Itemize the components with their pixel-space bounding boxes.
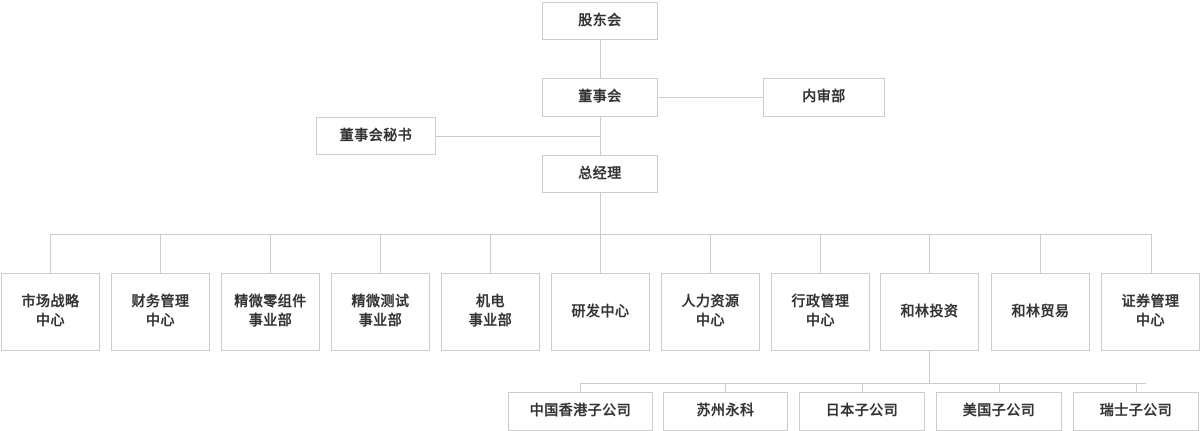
connector-bus-to-subsidiary-4	[999, 383, 1000, 392]
node-department-administration-center[interactable]: 行政管理 中心	[771, 273, 870, 351]
node-department-human-resources-center[interactable]: 人力资源 中心	[661, 273, 760, 351]
node-board-secretary[interactable]: 董事会秘书	[316, 117, 436, 155]
node-subsidiary-japan[interactable]: 日本子公司	[799, 392, 925, 431]
node-department-precision-components[interactable]: 精微零组件 事业部	[221, 273, 320, 351]
connector-bus-to-department-4	[380, 234, 381, 273]
connector-bus-to-subsidiary-3	[862, 383, 863, 392]
connector-bus-to-department-5	[490, 234, 491, 273]
connector-bus-to-department-11	[1151, 234, 1152, 273]
node-subsidiary-hong-kong[interactable]: 中国香港子公司	[508, 392, 653, 431]
node-department-finance-management-center[interactable]: 财务管理 中心	[111, 273, 210, 351]
connector-bus-to-department-1	[50, 234, 51, 273]
node-board-of-directors[interactable]: 董事会	[542, 78, 658, 117]
node-subsidiary-usa[interactable]: 美国子公司	[936, 392, 1062, 431]
connector-bus-to-department-6	[600, 234, 601, 273]
connector-helin-investment-to-subsidiary-bus	[929, 351, 930, 383]
node-internal-audit[interactable]: 内审部	[763, 78, 885, 117]
connector-bus-to-department-3	[270, 234, 271, 273]
subsidiary-bus-line	[580, 383, 1146, 384]
connector-shareholders-to-board	[600, 40, 601, 78]
node-department-helin-trading[interactable]: 和林贸易	[991, 273, 1090, 351]
node-department-electromechanical[interactable]: 机电 事业部	[441, 273, 540, 351]
connector-bus-to-subsidiary-2	[725, 383, 726, 392]
connector-bus-to-subsidiary-5	[1136, 383, 1137, 392]
connector-board-to-audit	[658, 97, 763, 98]
node-shareholders-meeting[interactable]: 股东会	[542, 2, 658, 40]
node-department-rnd-center[interactable]: 研发中心	[551, 273, 650, 351]
connector-secretary-to-spine	[436, 136, 600, 137]
node-department-market-strategy-center[interactable]: 市场战略 中心	[1, 273, 100, 351]
connector-board-to-general-manager	[600, 117, 601, 155]
node-department-helin-investment[interactable]: 和林投资	[880, 273, 979, 351]
connector-bus-to-department-9	[929, 234, 930, 273]
connector-gm-to-department-bus	[600, 193, 601, 234]
connector-bus-to-department-2	[160, 234, 161, 273]
node-department-precision-testing[interactable]: 精微测试 事业部	[331, 273, 430, 351]
node-department-securities-management-center[interactable]: 证券管理 中心	[1101, 273, 1200, 351]
node-subsidiary-suzhou-yongke[interactable]: 苏州永科	[663, 392, 788, 431]
connector-bus-to-department-10	[1040, 234, 1041, 273]
connector-bus-to-department-7	[710, 234, 711, 273]
connector-bus-to-subsidiary-1	[580, 383, 581, 392]
node-general-manager[interactable]: 总经理	[542, 155, 658, 193]
node-subsidiary-switzerland[interactable]: 瑞士子公司	[1073, 392, 1199, 431]
connector-bus-to-department-8	[820, 234, 821, 273]
